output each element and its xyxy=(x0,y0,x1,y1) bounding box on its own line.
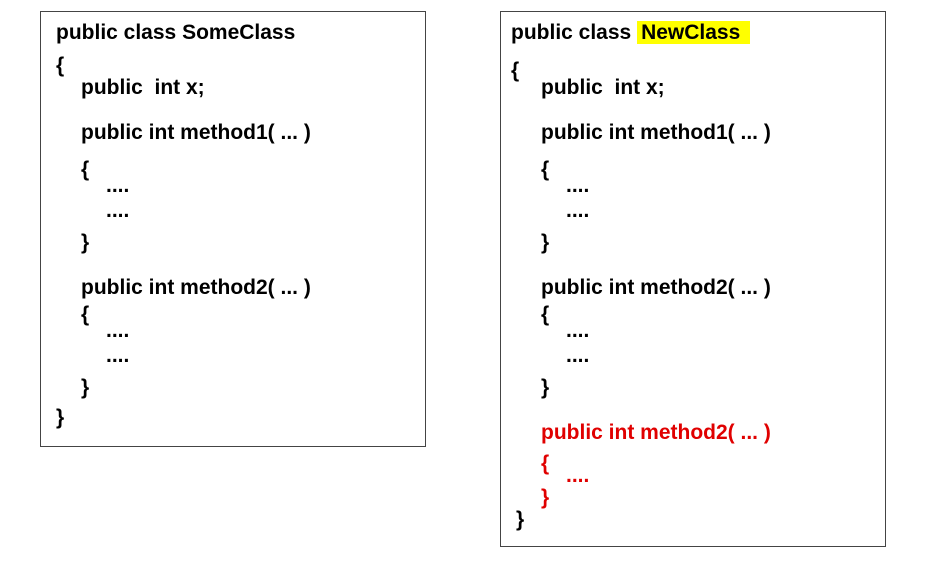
class-keyword: public class xyxy=(56,21,183,44)
class-open-brace: { xyxy=(511,59,520,82)
method1-body-line: .... xyxy=(106,174,130,197)
class-close-brace: } xyxy=(516,508,525,531)
method1-open-brace: { xyxy=(81,158,90,181)
method2-open-brace: { xyxy=(541,303,550,326)
method2-signature: public int method2( ... ) xyxy=(81,276,311,299)
method1-body-line: .... xyxy=(566,174,590,197)
added-method-body-line: .... xyxy=(566,464,590,487)
newclass-code-box xyxy=(500,11,886,547)
method1-body-line: .... xyxy=(106,199,130,222)
class-name: SomeClass xyxy=(182,21,296,44)
method1-body-line: .... xyxy=(566,199,590,222)
method1-signature: public int method1( ... ) xyxy=(541,121,771,144)
method2-body-line: .... xyxy=(106,319,130,342)
method2-body-line: .... xyxy=(566,344,590,367)
added-method-close-brace: } xyxy=(541,486,550,509)
class-keyword: public class xyxy=(511,21,638,44)
newclass-header: public class NewClass xyxy=(511,21,751,45)
class-open-brace: { xyxy=(56,54,65,77)
method1-open-brace: { xyxy=(541,158,550,181)
field-declaration: public int x; xyxy=(81,76,205,99)
someclass-header: public class SomeClass xyxy=(56,21,295,45)
class-close-brace: } xyxy=(56,406,65,429)
method2-body-line: .... xyxy=(106,344,130,367)
method1-close-brace: } xyxy=(81,231,90,254)
method2-close-brace: } xyxy=(541,376,550,399)
highlighted-class-name: NewClass xyxy=(637,21,751,44)
method1-signature: public int method1( ... ) xyxy=(81,121,311,144)
method1-close-brace: } xyxy=(541,231,550,254)
method2-close-brace: } xyxy=(81,376,90,399)
field-declaration: public int x; xyxy=(541,76,665,99)
added-method-open-brace: { xyxy=(541,452,550,475)
someclass-code-box xyxy=(40,11,426,447)
method2-signature: public int method2( ... ) xyxy=(541,276,771,299)
method2-body-line: .... xyxy=(566,319,590,342)
added-method-signature: public int method2( ... ) xyxy=(541,421,771,444)
method2-open-brace: { xyxy=(81,303,90,326)
